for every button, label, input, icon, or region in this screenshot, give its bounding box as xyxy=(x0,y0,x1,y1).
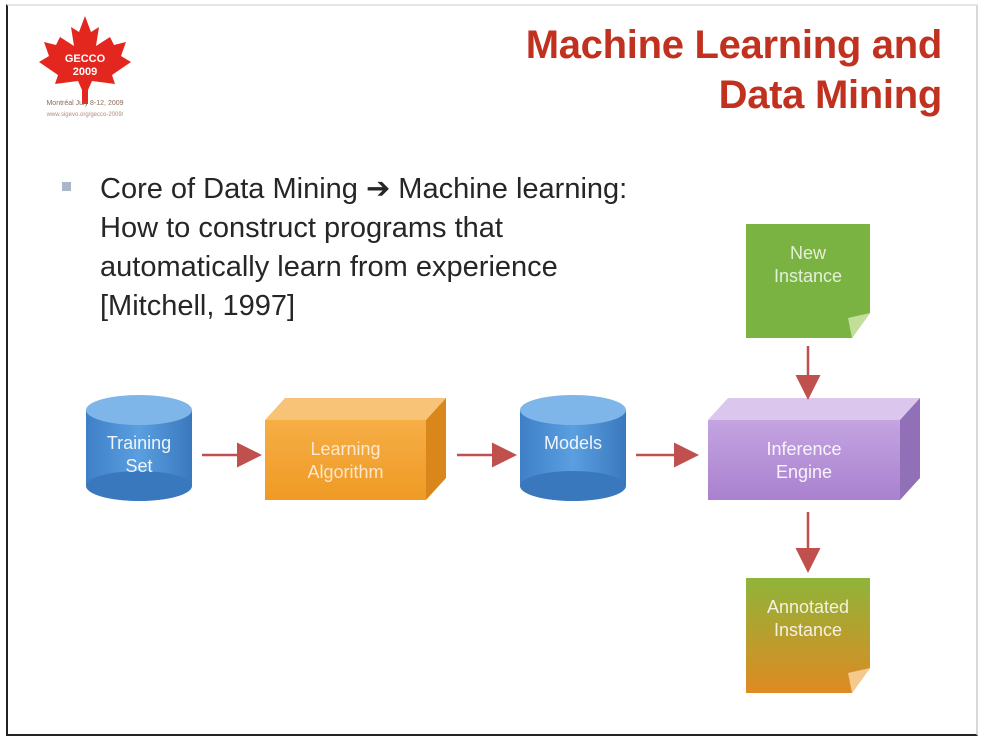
logo-location-date: Montréal July 8-12, 2009 xyxy=(46,100,124,107)
training-set-label-line1: Training xyxy=(106,433,172,453)
annotated-instance-label-line1: Annotated xyxy=(766,597,850,617)
inference-engine-label: Inference Engine xyxy=(708,438,900,484)
annotated-instance-label: Annotated Instance xyxy=(746,596,870,642)
logo-url: www.sigevo.org/gecco-2009/ xyxy=(46,112,124,118)
slide-title-line1: Machine Learning and xyxy=(525,23,943,67)
slide-title: Machine Learning and Data Mining xyxy=(525,20,943,120)
new-instance-label: New Instance xyxy=(746,242,870,288)
inference-engine-label-line1: Inference xyxy=(766,439,842,459)
maple-leaf-icon xyxy=(39,16,131,104)
models-label-line1: Models xyxy=(543,433,603,453)
new-instance-label-line1: New xyxy=(789,243,826,263)
logo-acronym: GECCO xyxy=(65,53,106,65)
new-instance-node xyxy=(746,224,870,338)
training-set-label: Training Set xyxy=(86,432,192,478)
learning-algorithm-label-line1: Learning xyxy=(310,439,381,459)
learning-algorithm-node xyxy=(265,398,446,500)
logo-year: 2009 xyxy=(73,66,97,78)
new-instance-label-line2: Instance xyxy=(773,266,843,286)
bullet-text: Core of Data Mining ➔ Machine learning: … xyxy=(100,173,628,322)
training-set-node xyxy=(86,395,192,501)
learning-algorithm-label-line2: Algorithm xyxy=(307,462,384,482)
learning-algorithm-label: Learning Algorithm xyxy=(265,438,426,484)
training-set-label-line2: Set xyxy=(125,456,153,476)
gecco-maple-leaf-logo: GECCO 2009 xyxy=(39,16,131,104)
inference-engine-node xyxy=(708,398,920,500)
models-label: Models xyxy=(520,432,626,455)
bullet-marker xyxy=(62,182,71,191)
annotated-instance-label-line2: Instance xyxy=(773,620,843,640)
inference-engine-label-line2: Engine xyxy=(775,462,833,482)
annotated-instance-node xyxy=(746,578,870,693)
slide-title-line2: Data Mining xyxy=(718,73,943,117)
models-node xyxy=(520,395,626,501)
